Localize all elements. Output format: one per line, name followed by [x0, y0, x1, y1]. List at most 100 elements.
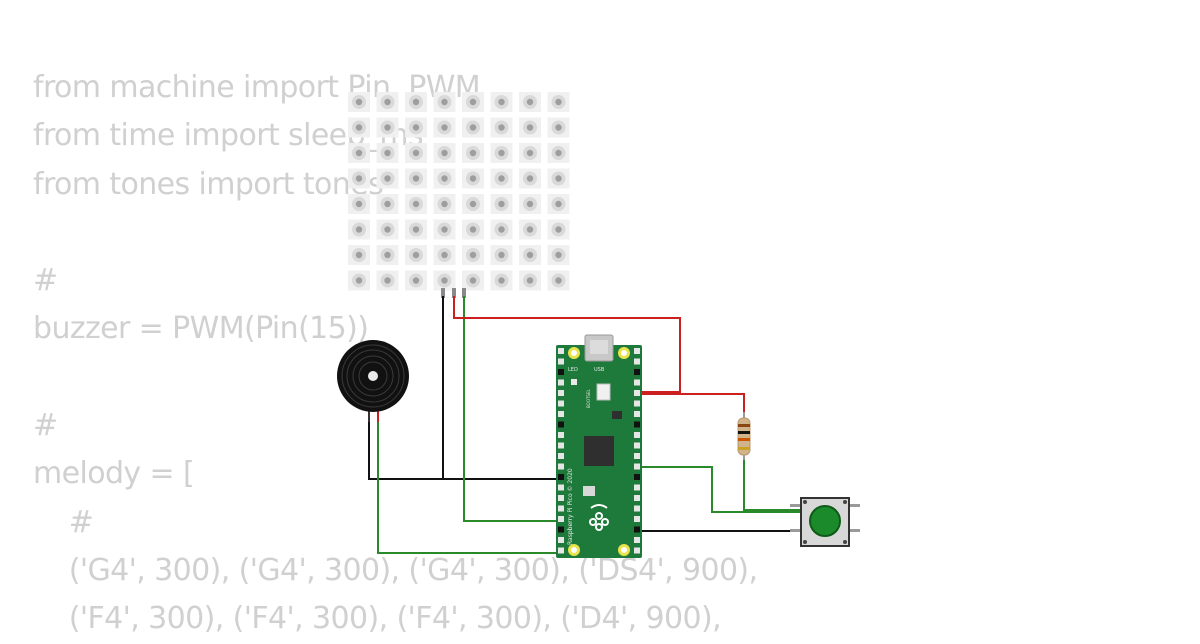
wire-red-matrix-vcc[interactable] [453, 296, 681, 393]
pico-pin [558, 516, 564, 522]
pico-pin [558, 526, 564, 533]
pushbutton[interactable] [790, 497, 860, 547]
matrix-led [405, 219, 427, 240]
raspberry-logo-icon [589, 504, 609, 531]
matrix-led [348, 117, 370, 138]
matrix-led [376, 245, 399, 265]
led-matrix[interactable] [348, 92, 570, 298]
code-line: from time import sleep_ms [33, 118, 424, 154]
buzzer[interactable] [337, 340, 409, 422]
matrix-led [519, 117, 541, 138]
pico-pin [634, 495, 640, 501]
pico-pin [558, 358, 564, 365]
pico-pin [634, 526, 640, 533]
pico-pin [558, 390, 564, 396]
wire-green-buzzer[interactable] [377, 420, 560, 554]
wires [368, 296, 802, 554]
matrix-led [462, 168, 484, 189]
matrix-led [490, 194, 513, 214]
matrix-led [490, 117, 513, 138]
matrix-led [519, 219, 541, 240]
matrix-led [348, 270, 370, 291]
wire-red-resistor[interactable] [636, 393, 745, 414]
pico-pin [558, 442, 564, 449]
rp2040-chip [584, 436, 614, 466]
matrix-led [348, 245, 370, 265]
pico-pin [558, 453, 564, 459]
pico-pin [634, 379, 640, 386]
pico-pin [558, 348, 564, 354]
wire-black-buzzer[interactable] [368, 420, 443, 480]
pico-pin [634, 400, 640, 407]
matrix-led [405, 245, 427, 265]
matrix-led [405, 92, 427, 112]
pico-pin-headers [558, 348, 640, 554]
pico-pin [634, 358, 640, 365]
matrix-led [547, 194, 570, 214]
pico-pin [558, 505, 564, 512]
pico-pin [634, 432, 640, 438]
matrix-led [462, 92, 484, 112]
silk-usb-label: USB [594, 367, 605, 373]
matrix-led [519, 143, 541, 163]
matrix-led [433, 245, 456, 265]
wire-green-pico-button[interactable] [636, 466, 802, 513]
code-line: ('G4', 300), ('G4', 300), ('G4', 300), (… [33, 552, 758, 588]
matrix-led [348, 194, 370, 214]
pico-pin [558, 411, 564, 417]
pico-pin [634, 547, 640, 554]
matrix-led [547, 168, 570, 189]
matrix-led [519, 270, 541, 291]
resistor[interactable] [737, 412, 751, 460]
code-line: # [33, 408, 58, 444]
matrix-led [547, 219, 570, 240]
pico-pin [558, 484, 564, 491]
wire-green-matrix-din[interactable] [463, 296, 560, 522]
matrix-led [490, 219, 513, 240]
pico-pin [558, 379, 564, 386]
pico-pin [634, 537, 640, 543]
pico-pin [558, 463, 564, 470]
pico-pin [634, 474, 640, 480]
matrix-led [519, 168, 541, 189]
matrix-led [433, 219, 456, 240]
pico-pin [558, 495, 564, 501]
pico-pin [558, 537, 564, 543]
matrix-led [462, 270, 484, 291]
pico-pin [634, 463, 640, 470]
matrix-pin [441, 288, 445, 298]
pushbutton-cap[interactable] [809, 505, 841, 537]
matrix-led [433, 194, 456, 214]
matrix-led [433, 168, 456, 189]
matrix-led [519, 194, 541, 214]
matrix-led [433, 143, 456, 163]
matrix-led [490, 245, 513, 265]
matrix-led [547, 245, 570, 265]
matrix-led [490, 92, 513, 112]
matrix-led [462, 245, 484, 265]
matrix-led [462, 219, 484, 240]
raspberry-pi-pico[interactable]: LED USB BOOTSEL Raspberry Pi Pico © 2020 [556, 334, 642, 558]
pico-pin [634, 411, 640, 417]
matrix-led [405, 194, 427, 214]
onboard-led [571, 379, 577, 385]
pico-pin [634, 453, 640, 459]
wire-black-matrix-gnd[interactable] [442, 296, 560, 480]
matrix-pin [452, 288, 456, 298]
matrix-led [547, 92, 570, 112]
wire-green-resistor-button[interactable] [743, 455, 802, 511]
code-line: # [33, 263, 58, 299]
code-line: # [33, 504, 94, 540]
matrix-led [433, 92, 456, 112]
matrix-pin [462, 288, 466, 298]
matrix-led [376, 117, 399, 138]
code-line: buzzer = PWM(Pin(15)) [33, 311, 369, 347]
matrix-led [376, 168, 399, 189]
matrix-led [376, 92, 399, 112]
bootsel-button[interactable] [596, 383, 611, 401]
pico-pin [558, 432, 564, 438]
matrix-led [547, 117, 570, 138]
code-line: from tones import tones [33, 166, 384, 202]
matrix-led [519, 245, 541, 265]
matrix-led [405, 270, 427, 291]
